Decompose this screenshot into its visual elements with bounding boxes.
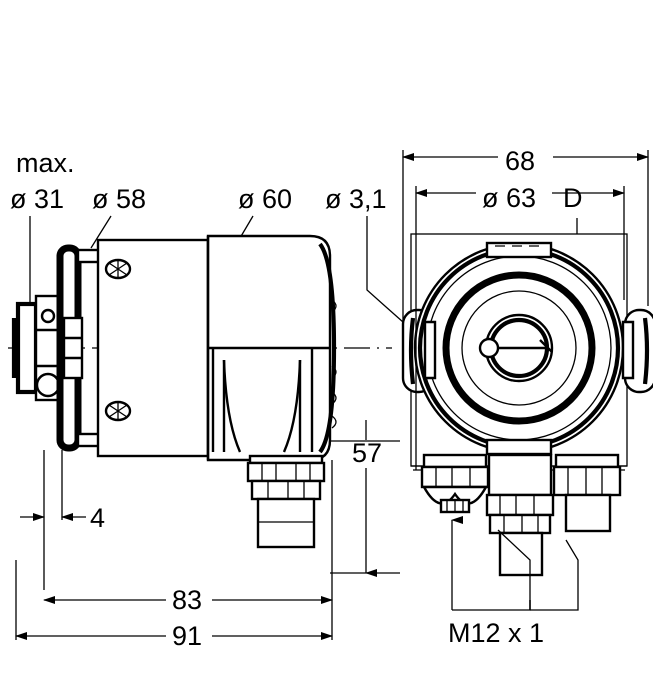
dimension-68: [402, 150, 649, 330]
tab-stub-right: [621, 320, 635, 380]
label-dim-91: 91: [172, 621, 202, 651]
front-view: [401, 233, 653, 611]
flange-plate-lines: [36, 328, 60, 368]
flange-hole: [40, 308, 56, 324]
screw-top: [104, 258, 132, 280]
label-dim-83: 83: [172, 585, 202, 615]
label-dia-31: ø 31: [10, 184, 64, 214]
label-dim-4: 4: [90, 503, 105, 533]
clamp-block-bottom: [485, 438, 553, 456]
connector-left-gland: [420, 453, 490, 514]
label-dia-63: ø 63: [482, 183, 536, 213]
housing-right-edge: [318, 242, 337, 454]
clamp-block-top: [485, 241, 553, 259]
connector-neck-walls: [211, 348, 314, 452]
leader-dia-58: [90, 215, 112, 249]
flange-boss: [35, 372, 61, 398]
dimension-dia-63: [415, 186, 625, 470]
side-connector-m12: [246, 454, 326, 549]
housing-rear-block: [96, 238, 210, 458]
dimension-57: [330, 420, 400, 577]
connector-right: [552, 453, 622, 533]
label-dim-57: 57: [352, 438, 382, 468]
mid-ring-inner: [461, 290, 577, 406]
connector-center-m12: [485, 453, 555, 577]
tab-stub-left: [423, 320, 437, 380]
label-group-bottom: 4 83 91: [90, 503, 202, 651]
label-dia-60: ø 60: [238, 184, 292, 214]
screw-bottom: [104, 400, 132, 422]
label-dia-3-1: ø 3,1: [325, 184, 387, 214]
leader-dia-3-1: [366, 216, 413, 331]
label-group-left: max. ø 31 ø 58 ø 60 ø 3,1: [10, 148, 387, 214]
dimension-91: [15, 560, 333, 640]
clamp-collar-mid: [62, 316, 84, 380]
connector-neck-taper: [222, 359, 302, 453]
dimension-83: [43, 460, 333, 640]
label-dim-68: 68: [505, 146, 535, 176]
label-max: max.: [16, 148, 75, 178]
dimension-4: [20, 450, 86, 590]
label-thread-m12: M12 x 1: [448, 618, 544, 648]
label-letter-d: D: [563, 183, 583, 213]
label-group-right: 68 ø 63 D 57 M12 x 1: [352, 146, 583, 648]
shaft-block: [15, 301, 39, 395]
label-dia-58: ø 58: [92, 184, 146, 214]
leader-m12: [451, 516, 579, 611]
leader-dia-60: [239, 215, 254, 239]
shaft-set-screw: [478, 337, 500, 359]
housing-edge-detail: [331, 299, 337, 429]
mid-ring-outer: [442, 271, 596, 425]
side-view: [11, 234, 337, 549]
shaft-keyway: [498, 339, 553, 353]
clamp-collar-lines: [64, 336, 82, 360]
